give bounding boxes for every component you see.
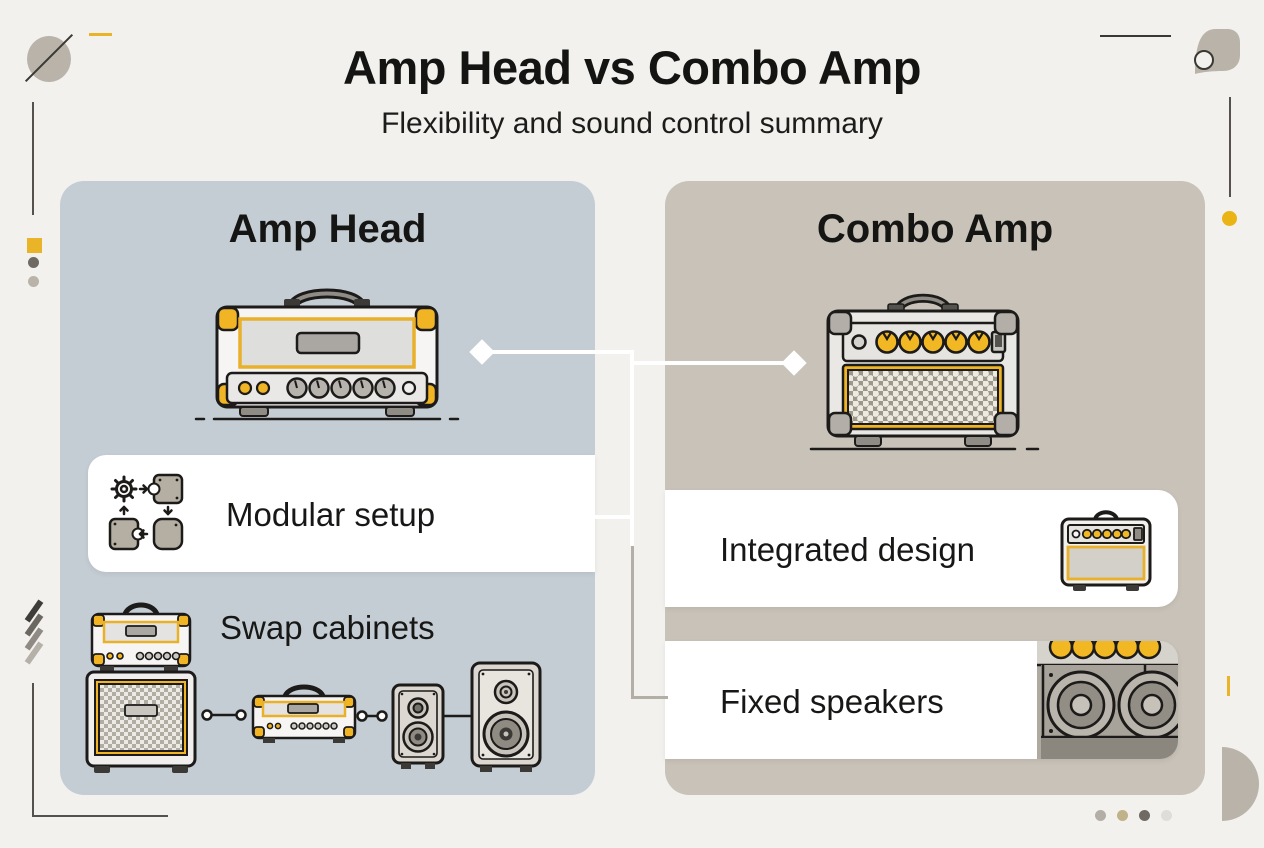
combo-amp-illustration xyxy=(809,293,1040,451)
outlined-circle-decoration xyxy=(1194,50,1214,70)
page-title: Amp Head vs Combo Amp xyxy=(343,41,921,94)
yellow-dot-decoration xyxy=(1222,211,1237,226)
modular-setup-card: Modular setup xyxy=(88,455,595,572)
amp-head-panel: Amp Head xyxy=(60,181,595,795)
yellow-tick-decoration xyxy=(1227,676,1230,696)
fixed-speakers-card: Fixed speakers xyxy=(665,641,1178,759)
fixed-speakers-image xyxy=(1037,641,1178,759)
page-subtitle: Flexibility and sound control summary xyxy=(381,107,883,140)
fixed-speakers-label: Fixed speakers xyxy=(720,683,944,720)
footer-dot-1 xyxy=(1095,810,1106,821)
footer-dot-4 xyxy=(1161,810,1172,821)
corner-circle-decoration xyxy=(27,36,71,82)
integrated-design-card: Integrated design xyxy=(665,490,1178,607)
yellow-dash-decoration xyxy=(89,33,112,36)
amp-head-heading: Amp Head xyxy=(228,207,427,251)
modular-cycle-icon xyxy=(108,473,184,551)
combo-amp-small-icon xyxy=(1060,510,1152,591)
right-vertical-line xyxy=(1229,97,1231,197)
connector-line-modular xyxy=(595,515,632,519)
left-vertical-line xyxy=(32,102,34,215)
connector-line-vertical-gray xyxy=(631,546,634,698)
connector-line-right-horizontal xyxy=(632,361,794,365)
integrated-design-label: Integrated design xyxy=(720,531,976,568)
amp-head-illustration xyxy=(194,288,460,421)
footer-dot-3 xyxy=(1139,810,1150,821)
corner-frame-horizontal xyxy=(32,815,168,817)
swap-cabinets-label: Swap cabinets xyxy=(220,609,435,646)
combo-amp-heading: Combo Amp xyxy=(816,207,1054,251)
footer-dot-2 xyxy=(1117,810,1128,821)
corner-frame-vertical xyxy=(32,683,34,817)
half-circle-decoration xyxy=(1222,747,1259,821)
combo-amp-panel: Combo Amp xyxy=(665,181,1205,795)
top-right-line xyxy=(1100,35,1171,37)
connector-line-vertical-white xyxy=(630,350,634,546)
light-dot-decoration xyxy=(28,276,39,287)
connector-line-fixed xyxy=(631,696,668,699)
modular-setup-label: Modular setup xyxy=(226,496,436,533)
connector-line-left-horizontal xyxy=(482,350,634,354)
dark-dot-decoration xyxy=(28,257,39,268)
yellow-square-decoration xyxy=(27,238,42,253)
swap-cabinets-illustration xyxy=(85,602,542,773)
